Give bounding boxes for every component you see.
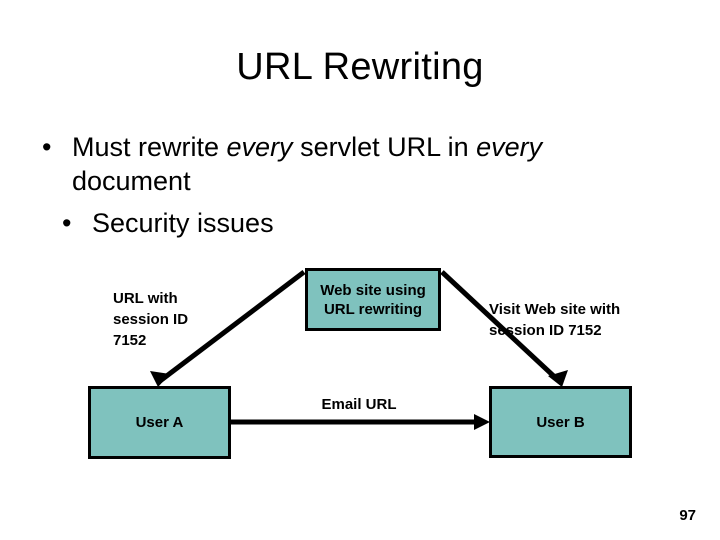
list-item: • Security issues: [28, 206, 692, 240]
page-number: 97: [679, 507, 696, 524]
page-title: URL Rewriting: [236, 46, 484, 88]
diagram-label-visit-site-line2: session ID 7152: [489, 322, 602, 339]
diagram-label-visit-site-line1: Visit Web site with: [489, 301, 621, 318]
bullet-text-emphasis-1: every: [226, 132, 293, 162]
diagram-label-url-with-session-line2: session ID: [113, 311, 189, 328]
diagram-label-url-with-session-line1: URL with: [113, 290, 178, 307]
diagram-box-user-a: User A: [88, 386, 231, 459]
bullet-line-continuation: document: [72, 166, 191, 196]
bullet-text-emphasis-2: every: [476, 132, 543, 162]
diagram-box-website-line2: URL rewriting: [323, 300, 423, 318]
list-item: • Must rewrite every servlet URL in ever…: [28, 130, 692, 198]
bullet-text-plain-1: Must rewrite: [72, 132, 227, 162]
arrow-user-a-to-user-b: [231, 414, 490, 430]
diagram-label-email-url: Email URL: [321, 396, 397, 413]
diagram-box-user-b-label: User B: [536, 413, 585, 431]
bullet-marker-icon: •: [62, 208, 72, 238]
diagram-box-user-b: User B: [489, 386, 632, 458]
diagram-label-url-with-session-line3: 7152: [113, 332, 147, 349]
bullet-line: Security issues: [92, 208, 274, 238]
bullet-text-plain-2: servlet URL in: [292, 132, 477, 162]
bullet-line: Must rewrite every servlet URL in every: [72, 130, 692, 164]
bullet-list: • Must rewrite every servlet URL in ever…: [28, 130, 692, 240]
diagram-box-website-line1: Web site using: [320, 281, 426, 299]
diagram-label-url-with-session: URL with session ID 7152: [113, 288, 263, 351]
diagram-box-user-a-label: User A: [135, 414, 184, 431]
bullet-marker-icon: •: [42, 132, 52, 162]
diagram-label-visit-site: Visit Web site with session ID 7152: [489, 299, 669, 341]
